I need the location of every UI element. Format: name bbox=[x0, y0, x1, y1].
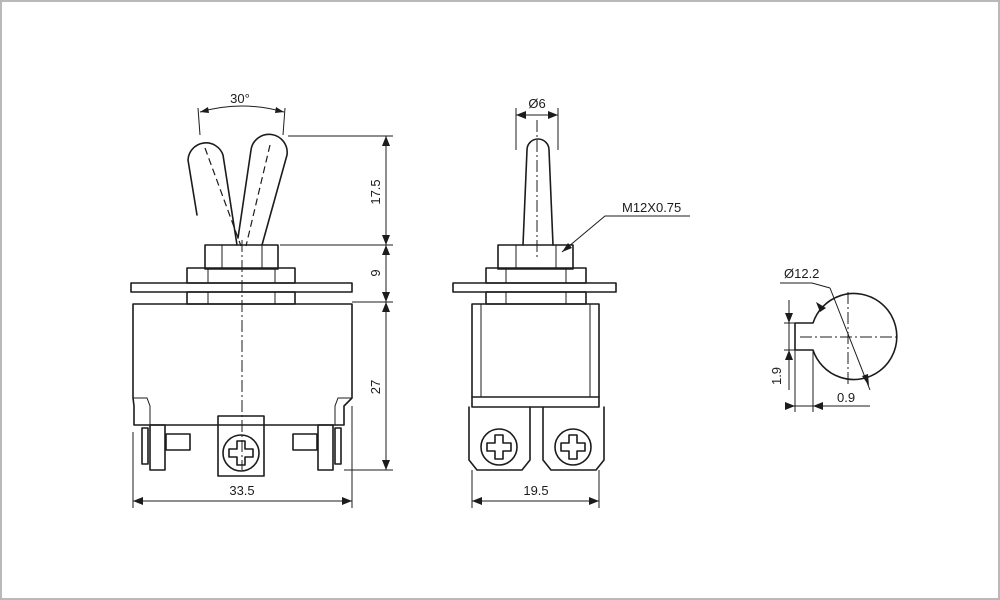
angle-label: 30° bbox=[230, 91, 250, 106]
side-lock-nut bbox=[485, 291, 587, 305]
cutout-circle bbox=[794, 292, 898, 381]
lever-diameter-dimension bbox=[515, 108, 559, 150]
side-view bbox=[452, 108, 690, 508]
side-plate bbox=[452, 282, 617, 293]
terminal-right bbox=[292, 424, 342, 471]
toggle-lever-right bbox=[237, 133, 288, 247]
body-width-label: 33.5 bbox=[229, 483, 254, 498]
width-dimension-front bbox=[132, 406, 353, 508]
lock-nut bbox=[186, 291, 296, 305]
side-bushing bbox=[497, 244, 574, 270]
terminal-left bbox=[141, 424, 191, 471]
lever-diameter-label: Ø6 bbox=[528, 96, 545, 111]
side-width-label: 19.5 bbox=[523, 483, 548, 498]
side-lever bbox=[522, 138, 554, 246]
bushing-height-label: 9 bbox=[368, 269, 383, 276]
panel-cutout bbox=[780, 282, 900, 412]
side-terminal-left bbox=[468, 406, 531, 471]
key-depth-label: 0.9 bbox=[837, 390, 855, 405]
hex-nut bbox=[186, 267, 296, 284]
toggle-lever-left bbox=[187, 142, 242, 247]
thread-label: M12X0.75 bbox=[622, 200, 681, 215]
side-nut bbox=[485, 267, 587, 284]
hole-diameter-label: Ø12.2 bbox=[784, 266, 819, 281]
terminal-center bbox=[217, 415, 265, 477]
body-height-label: 27 bbox=[368, 380, 383, 394]
key-height-label: 1.9 bbox=[769, 367, 784, 385]
side-terminal-right bbox=[542, 406, 605, 471]
front-view bbox=[130, 105, 393, 508]
switch-body bbox=[132, 303, 353, 426]
thread-leader bbox=[561, 215, 690, 253]
lever-height-label: 17.5 bbox=[368, 179, 383, 204]
angle-dimension bbox=[197, 105, 286, 136]
diameter-line bbox=[829, 287, 871, 391]
side-body bbox=[471, 303, 600, 398]
width-dimension-side bbox=[471, 470, 600, 508]
